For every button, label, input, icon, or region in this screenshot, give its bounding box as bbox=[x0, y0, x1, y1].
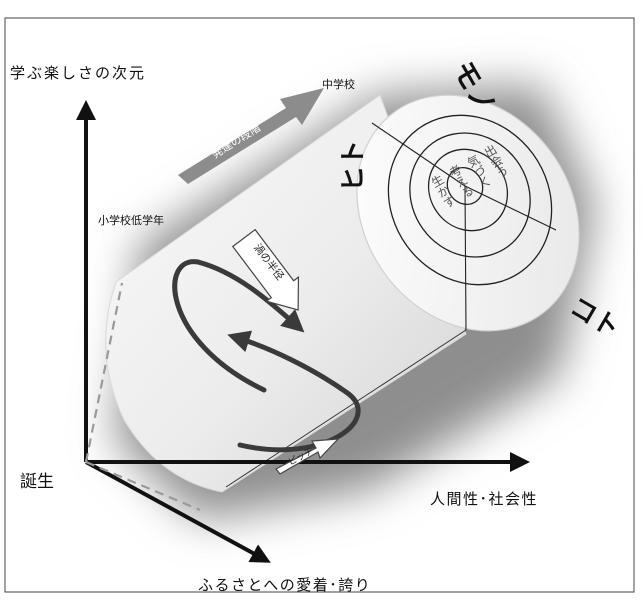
diagonal-axis bbox=[85, 460, 271, 563]
stage-arrow bbox=[178, 88, 324, 184]
spiral-loop-lower bbox=[227, 330, 361, 453]
dimension-label-hito: ヒト bbox=[339, 140, 369, 192]
cylinder-end-face bbox=[356, 94, 580, 332]
section-lines bbox=[371, 122, 557, 331]
axes bbox=[76, 100, 530, 563]
stage-start-label: 小学校低学年 bbox=[98, 213, 164, 227]
horizontal-axis-label: 人間性･社会性 bbox=[430, 490, 538, 508]
diagonal-axis-label: ふるさとへの愛着･誇り bbox=[198, 576, 371, 594]
projection-lines bbox=[84, 282, 201, 512]
ring-inner bbox=[427, 148, 509, 232]
spiral bbox=[172, 259, 361, 453]
radius-label-arrow bbox=[231, 228, 300, 311]
ring-core bbox=[446, 167, 484, 205]
vertical-axis-label: 学ぶ楽しさの次元 bbox=[10, 64, 146, 82]
concentric-rings bbox=[387, 114, 553, 286]
pitch-label-arrow bbox=[275, 438, 340, 475]
spiral-loop-upper bbox=[172, 259, 305, 393]
origin-label: 誕生 bbox=[20, 472, 54, 492]
ring-middle bbox=[409, 132, 531, 258]
ring-outer bbox=[387, 114, 553, 286]
stage-end-label: 中学校 bbox=[322, 77, 355, 91]
outer-frame bbox=[4, 17, 635, 593]
